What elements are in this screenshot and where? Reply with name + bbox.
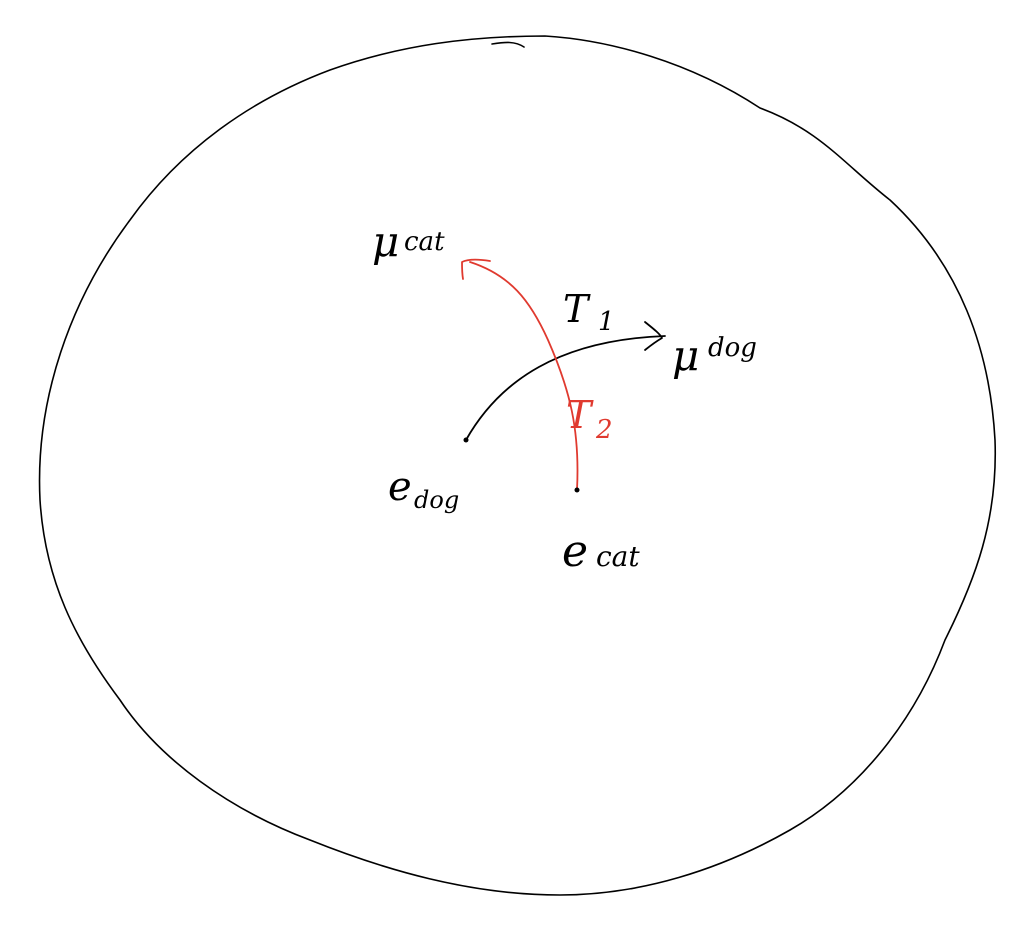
- e-cat-subscript: cat: [596, 540, 640, 573]
- mu-dog-symbol: μ: [672, 331, 699, 380]
- mu-cat-subscript: cat: [404, 227, 445, 257]
- t2-subscript: 2: [595, 415, 613, 445]
- outer-boundary: [38, 35, 997, 896]
- t1-symbol: T: [563, 287, 591, 331]
- label-e-cat: e cat: [562, 526, 640, 577]
- label-t2: T 2: [566, 393, 613, 445]
- e-dog-symbol: e: [388, 464, 412, 510]
- label-e-dog: e dog: [388, 464, 459, 514]
- e-dog-subscript: dog: [414, 486, 459, 514]
- t1-arrowhead: [644, 321, 663, 351]
- t1-arrow-curve: [465, 335, 666, 441]
- mu-dog-subscript: dog: [708, 333, 757, 363]
- boundary-overlap-stroke: [491, 41, 525, 48]
- t2-symbol: T: [566, 393, 594, 437]
- label-mu-dog: μ dog: [672, 331, 757, 380]
- label-t1: T 1: [563, 287, 615, 337]
- t1-subscript: 1: [598, 307, 615, 337]
- label-mu-cat: μ cat: [372, 217, 445, 266]
- e-cat-point: [574, 487, 580, 493]
- t2-arrowhead: [461, 258, 491, 280]
- e-cat-symbol: e: [562, 526, 588, 577]
- e-dog-point: [463, 437, 469, 443]
- mu-cat-symbol: μ: [372, 217, 399, 266]
- t2-arrow-curve: [469, 261, 579, 491]
